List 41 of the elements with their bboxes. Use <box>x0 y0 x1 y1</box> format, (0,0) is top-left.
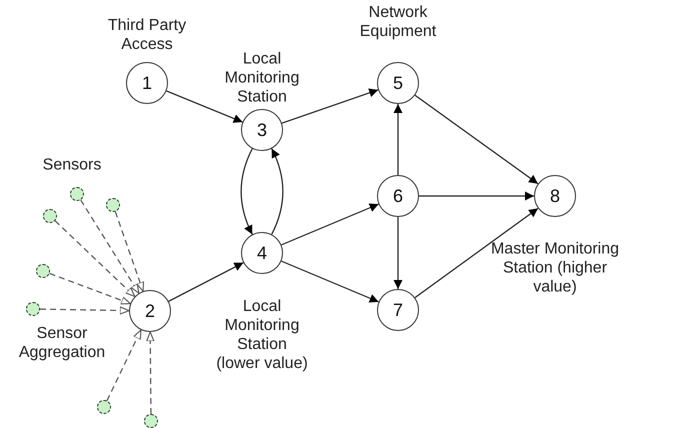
group-label: Sensors <box>42 156 102 174</box>
node-caption: Local Monitoring Station <box>224 50 300 106</box>
group-label: Sensor Aggregation <box>18 324 106 362</box>
arrow <box>168 262 244 302</box>
arrow <box>419 192 534 200</box>
arrow <box>282 88 378 124</box>
station-circle: 2 <box>129 290 171 332</box>
node-caption: Local Monitoring Station (lower value) <box>215 297 309 373</box>
dashed-arrow <box>40 306 130 315</box>
sensor-circle <box>144 414 158 428</box>
arrow <box>281 203 379 246</box>
arrow <box>271 148 284 235</box>
dashed-arrow <box>49 272 131 304</box>
sensor-circle <box>106 198 120 212</box>
dashed-arrow <box>80 200 140 294</box>
station-circle: 5 <box>377 62 419 104</box>
station-circle: 7 <box>377 289 419 331</box>
sensor-circle <box>36 264 50 278</box>
arrow <box>240 148 253 235</box>
sensor-circle <box>70 187 84 201</box>
node-caption: Third Party Access <box>106 16 188 54</box>
node-caption: Network Equipment <box>358 3 438 41</box>
sensor-circle <box>26 302 40 316</box>
station-circle: 4 <box>241 232 283 274</box>
arrow <box>166 90 243 123</box>
station-circle: 6 <box>377 175 419 217</box>
dashed-arrow <box>54 220 136 298</box>
arrow <box>394 217 402 289</box>
station-circle: 1 <box>126 62 168 104</box>
arrow <box>414 208 538 298</box>
sensor-circle <box>97 400 111 414</box>
arrow <box>414 94 538 184</box>
station-circle: 8 <box>534 175 576 217</box>
arrow <box>394 104 402 175</box>
sensor-circle <box>43 209 57 223</box>
dashed-arrow <box>106 329 142 401</box>
dashed-arrow <box>114 211 144 292</box>
node-caption: Master Monitoring Station (higher value) <box>490 240 620 296</box>
arrow <box>281 260 379 303</box>
dashed-arrow <box>146 331 154 414</box>
station-circle: 3 <box>241 109 283 151</box>
